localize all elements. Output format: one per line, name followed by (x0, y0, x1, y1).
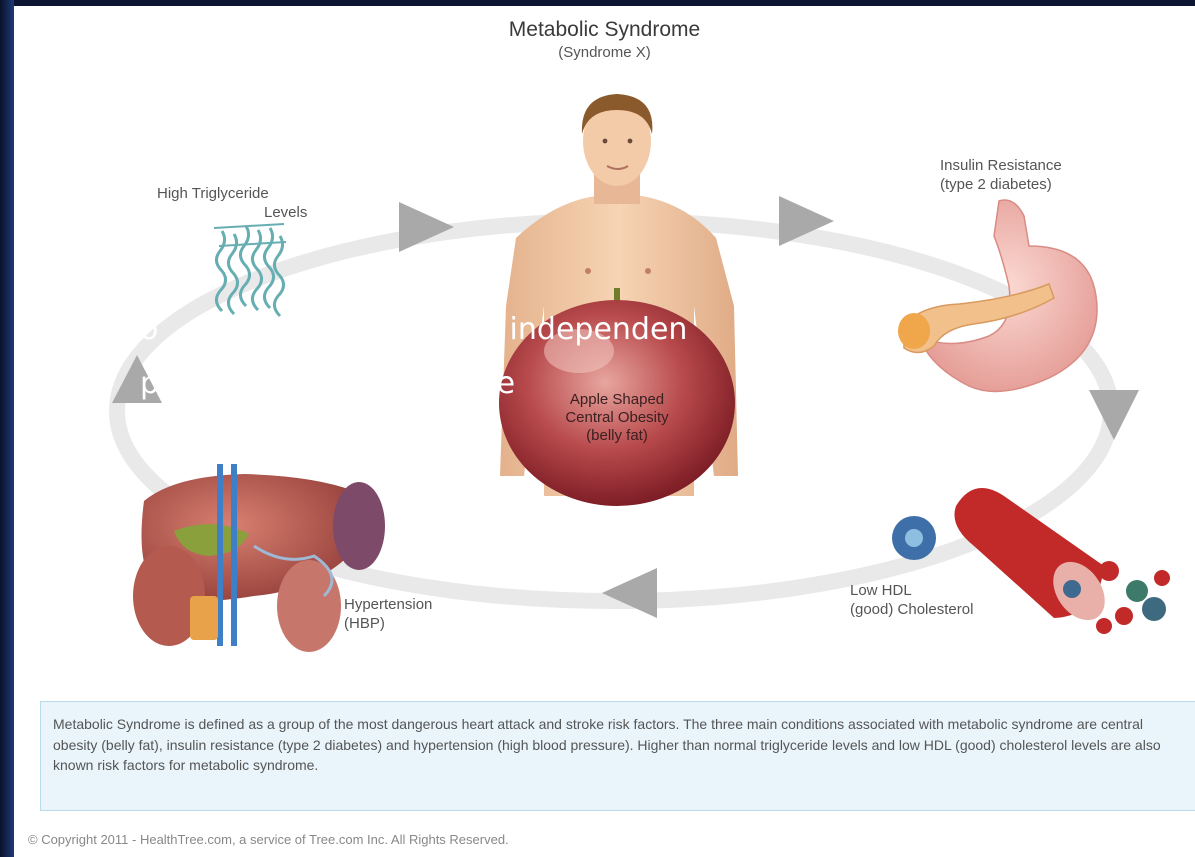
label-line: Apple Shaped (514, 391, 720, 409)
diagram-subtitle: (Syndrome X) (14, 44, 1195, 61)
copyright-notice: © Copyright 2011 - HealthTree.com, a ser… (28, 832, 509, 847)
triglyceride-molecules-illustration (214, 224, 286, 316)
diagram-title: Metabolic Syndrome (14, 18, 1195, 42)
arrow-right-icon (1089, 390, 1139, 440)
description-box: Metabolic Syndrome is defined as a group… (40, 701, 1195, 811)
label-hypertension: Hypertension (HBP) (344, 595, 432, 633)
slide: Metabolic Syndrome (Syndrome X) High Tri… (14, 6, 1195, 857)
overlay-text-fragment: se (481, 366, 515, 401)
label-line: Levels (157, 203, 307, 222)
overlay-text-fragment: n independen (481, 312, 687, 347)
label-line: (type 2 diabetes) (940, 175, 1062, 194)
label-line: High Triglyceride (157, 184, 307, 203)
overlay-text-fragment: p (140, 366, 159, 401)
label-insulin-resistance: Insulin Resistance (type 2 diabetes) (940, 156, 1062, 194)
label-line: (belly fat) (514, 427, 720, 445)
label-line: Hypertension (344, 595, 432, 614)
slide-left-edge (0, 0, 14, 857)
label-line: Insulin Resistance (940, 156, 1062, 175)
label-line: Central Obesity (514, 409, 720, 427)
label-line: Low HDL (850, 581, 973, 600)
arrow-top-left-icon (399, 202, 454, 252)
overlay-text-fragment: o (140, 312, 158, 347)
label-line: (good) Cholesterol (850, 600, 973, 619)
label-central-obesity: Apple Shaped Central Obesity (belly fat) (514, 391, 720, 445)
arrow-bottom-icon (602, 568, 657, 618)
label-line: (HBP) (344, 614, 432, 633)
label-low-hdl: Low HDL (good) Cholesterol (850, 581, 973, 619)
label-triglyceride: High Triglyceride Levels (157, 184, 307, 222)
